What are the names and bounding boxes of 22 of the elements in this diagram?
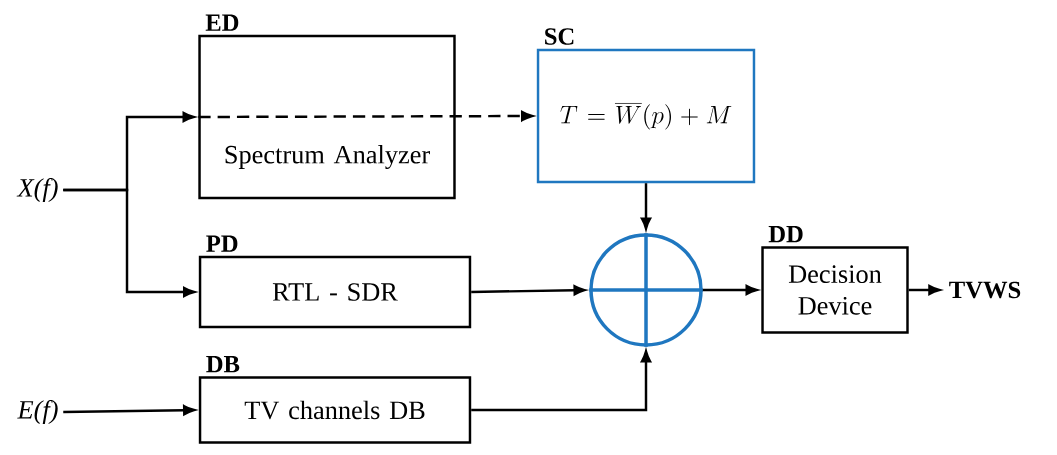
block-heading: SC <box>545 28 574 45</box>
block-box: RTL - SDR <box>198 255 472 329</box>
arrow <box>471 350 652 412</box>
arrow <box>702 284 758 296</box>
block-box: $T = \overline{W}(p) + M$ <box>536 48 756 184</box>
arrow <box>198 110 534 122</box>
block-box: TV channels DB <box>198 376 472 444</box>
block-heading: ED <box>205 14 239 31</box>
arrow <box>63 405 196 416</box>
output-label: TVWS <box>949 281 1021 299</box>
arrow <box>63 188 196 298</box>
arrow <box>471 285 586 296</box>
arrow <box>640 183 652 230</box>
block-heading: DD <box>768 226 803 243</box>
block-heading: PD <box>206 235 238 252</box>
block-box: Decision Device <box>761 246 909 334</box>
input-label: X(f) <box>16 177 58 203</box>
block-heading: DB <box>206 356 240 373</box>
input-label: E(f) <box>17 399 58 425</box>
arrow <box>908 284 941 296</box>
block-box: Spectrum Analyzer <box>198 34 456 200</box>
summing-junction <box>589 233 703 347</box>
